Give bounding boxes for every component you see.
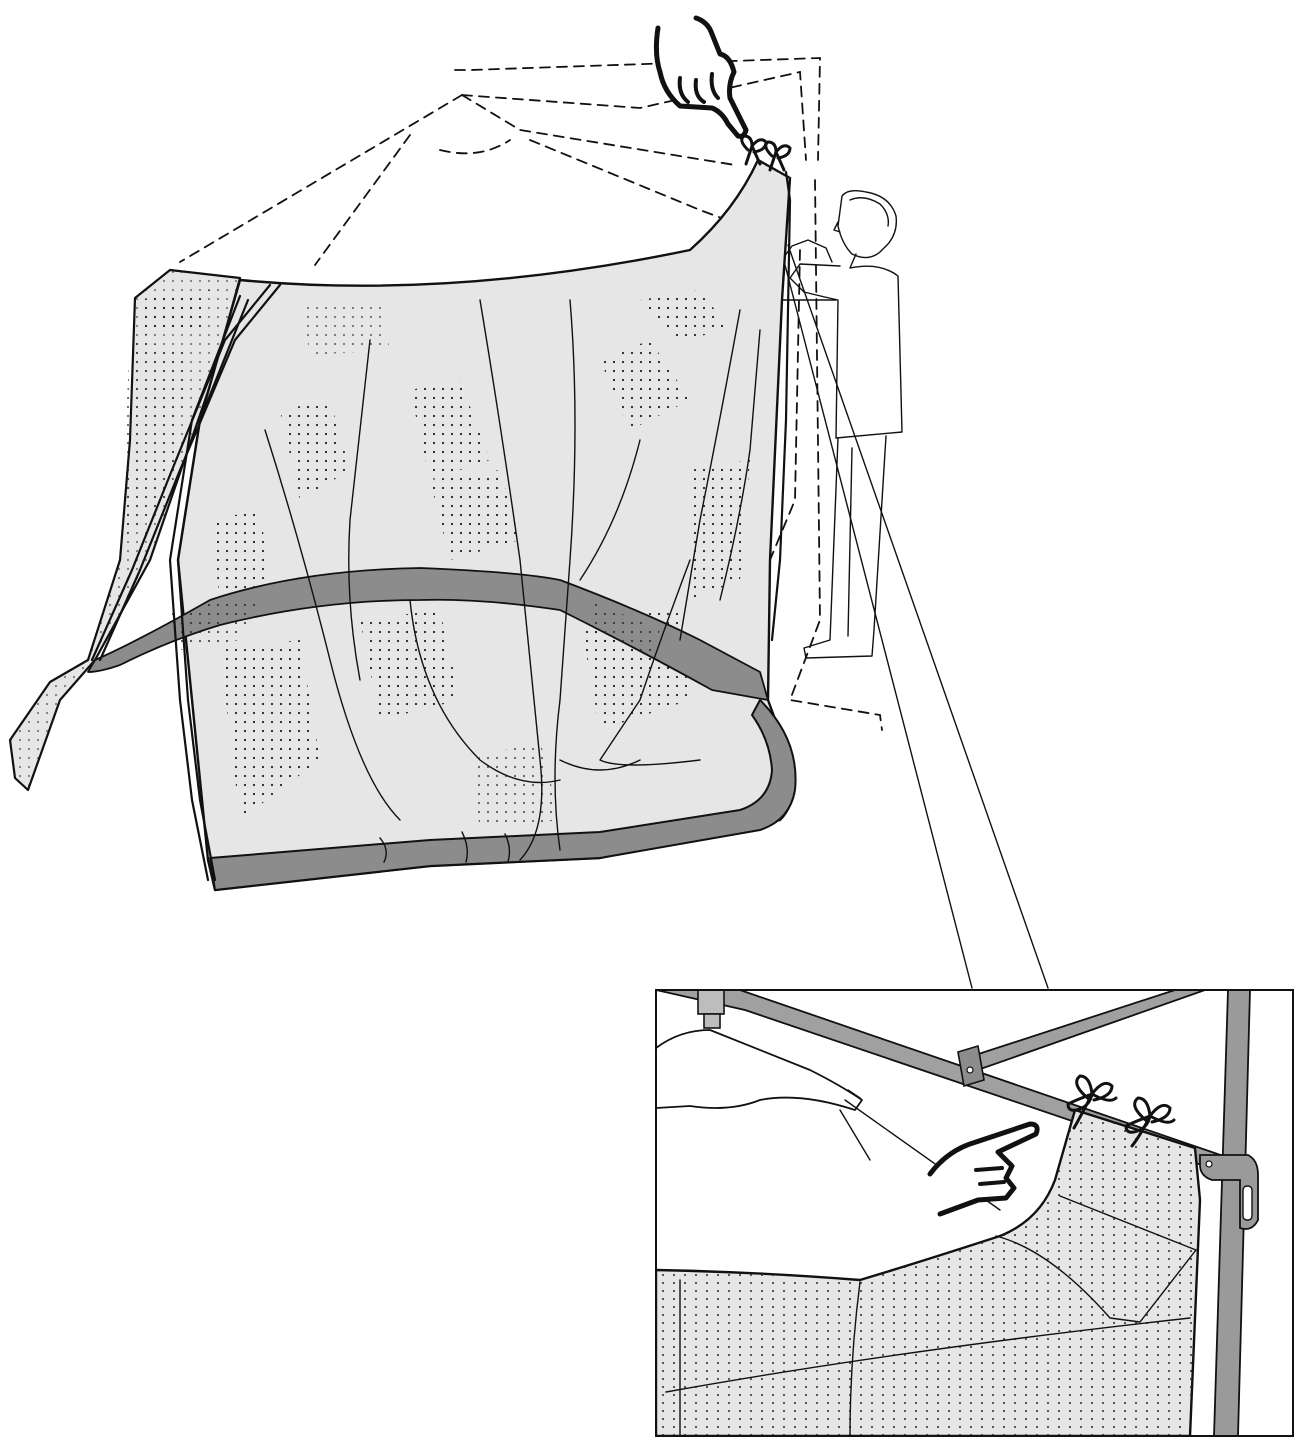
tie-bow-icon [740, 134, 768, 166]
pole-bracket-icon [957, 1044, 985, 1088]
net-bottom-hem [209, 699, 797, 891]
detail-inset [655, 989, 1294, 1437]
tie-bow-icon [1066, 1074, 1118, 1130]
pointing-hand-icon [927, 1121, 1040, 1217]
mosquito-net [8, 158, 797, 892]
zoom-guide-lines [784, 244, 1049, 989]
pole-bracket-icon [1199, 1154, 1259, 1230]
pointing-hand-icon [653, 15, 749, 139]
tie-bow-icon [1124, 1096, 1176, 1148]
tie-bow-icon [764, 140, 792, 172]
